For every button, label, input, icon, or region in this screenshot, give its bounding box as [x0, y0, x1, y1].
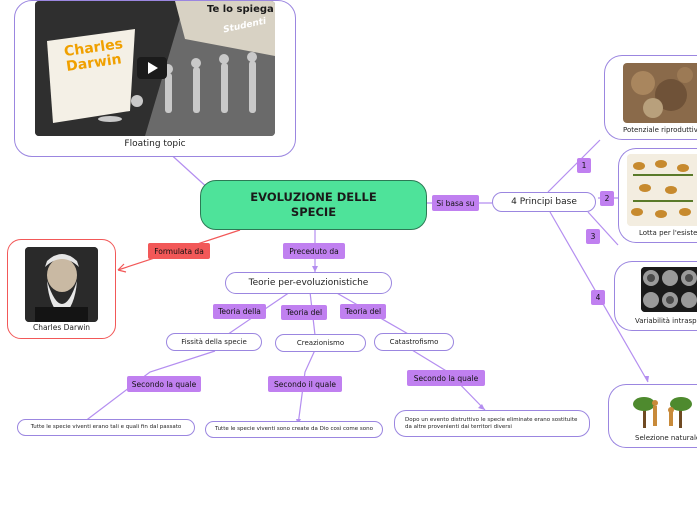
principle-2-caption: Lotta per l'esistenza [639, 229, 697, 237]
topic-desc-catastrofismo[interactable]: Dopo un evento distruttivo le specie eli… [394, 410, 590, 437]
topic-desc-fissita[interactable]: Tutte le specie viventi erano tali e qua… [17, 419, 195, 436]
floating-topic-card[interactable]: Te lo spiega Studenti Charles Darwin Flo… [14, 0, 296, 157]
link-p1 [547, 139, 601, 193]
central-title-line2: SPECIE [290, 205, 337, 219]
principle-3-image [641, 267, 697, 312]
darwin-portrait [25, 247, 98, 322]
floating-topic-caption: Floating topic [124, 139, 186, 149]
principle-4-caption: Selezione naturale [635, 434, 697, 442]
topic-4-principi-base[interactable]: 4 Principi base [492, 192, 596, 212]
principle-card-4[interactable]: Selezione naturale [608, 384, 697, 448]
label-teoria-della[interactable]: Teoria della [213, 304, 266, 319]
principle-4-art [633, 397, 692, 428]
label-secondo-il-quale[interactable]: Secondo il quale [268, 376, 342, 392]
label-number-2[interactable]: 2 [600, 191, 614, 206]
topic-teorie-pre-evoluzionistiche[interactable]: Teorie per-evoluzionistiche [225, 272, 392, 294]
label-teoria-del-1[interactable]: Teoria del [281, 305, 327, 320]
link-fissita-desc [79, 350, 216, 426]
label-preceduto-da[interactable]: Preceduto da [283, 243, 345, 259]
principle-3-art [641, 267, 697, 312]
principle-1-image [623, 63, 697, 123]
video-thumbnail[interactable]: Te lo spiega Studenti Charles Darwin [35, 1, 275, 136]
link-creazionismo-desc [297, 349, 316, 426]
label-si-basa-su[interactable]: Si basa su [432, 195, 479, 211]
principle-4-image [631, 390, 697, 430]
principle-card-3[interactable]: Variabilità intraspecifica [614, 261, 697, 331]
principle-2-image [627, 154, 697, 226]
label-secondo-la-quale-2[interactable]: Secondo la quale [407, 370, 485, 386]
principle-card-2[interactable]: Lotta per l'esistenza [618, 148, 697, 243]
link-p3 [587, 211, 619, 246]
label-number-4[interactable]: 4 [591, 290, 605, 305]
darwin-caption: Charles Darwin [32, 323, 91, 332]
video-thumbnail-art [35, 1, 275, 136]
label-number-1[interactable]: 1 [577, 158, 591, 173]
principle-card-1[interactable]: Potenziale riproduttivo [604, 55, 697, 140]
darwin-card[interactable]: Charles Darwin [7, 239, 116, 339]
topic-fissita-specie[interactable]: Fissità della specie [166, 333, 262, 351]
topic-desc-creazionismo[interactable]: Tutte le specie viventi sono create da D… [205, 421, 383, 438]
central-title-line1: EVOLUZIONE DELLE [250, 190, 377, 205]
principle-1-art [623, 63, 697, 123]
principle-1-caption: Potenziale riproduttivo [623, 126, 697, 134]
topic-catastrofismo[interactable]: Catastrofismo [374, 333, 454, 351]
label-teoria-del-2[interactable]: Teoria del [340, 304, 386, 319]
central-topic[interactable]: EVOLUZIONE DELLE SPECIE [200, 180, 427, 230]
topic-creazionismo[interactable]: Creazionismo [275, 334, 366, 352]
label-secondo-la-quale-1[interactable]: Secondo la quale [127, 376, 201, 392]
label-number-3[interactable]: 3 [586, 229, 600, 244]
darwin-portrait-art [25, 247, 98, 322]
video-text-top: Te lo spiega [207, 4, 274, 15]
principle-3-caption: Variabilità intraspecifica [635, 317, 697, 325]
principle-2-art [627, 154, 697, 226]
label-formulata-da[interactable]: Formulata da [148, 243, 210, 259]
